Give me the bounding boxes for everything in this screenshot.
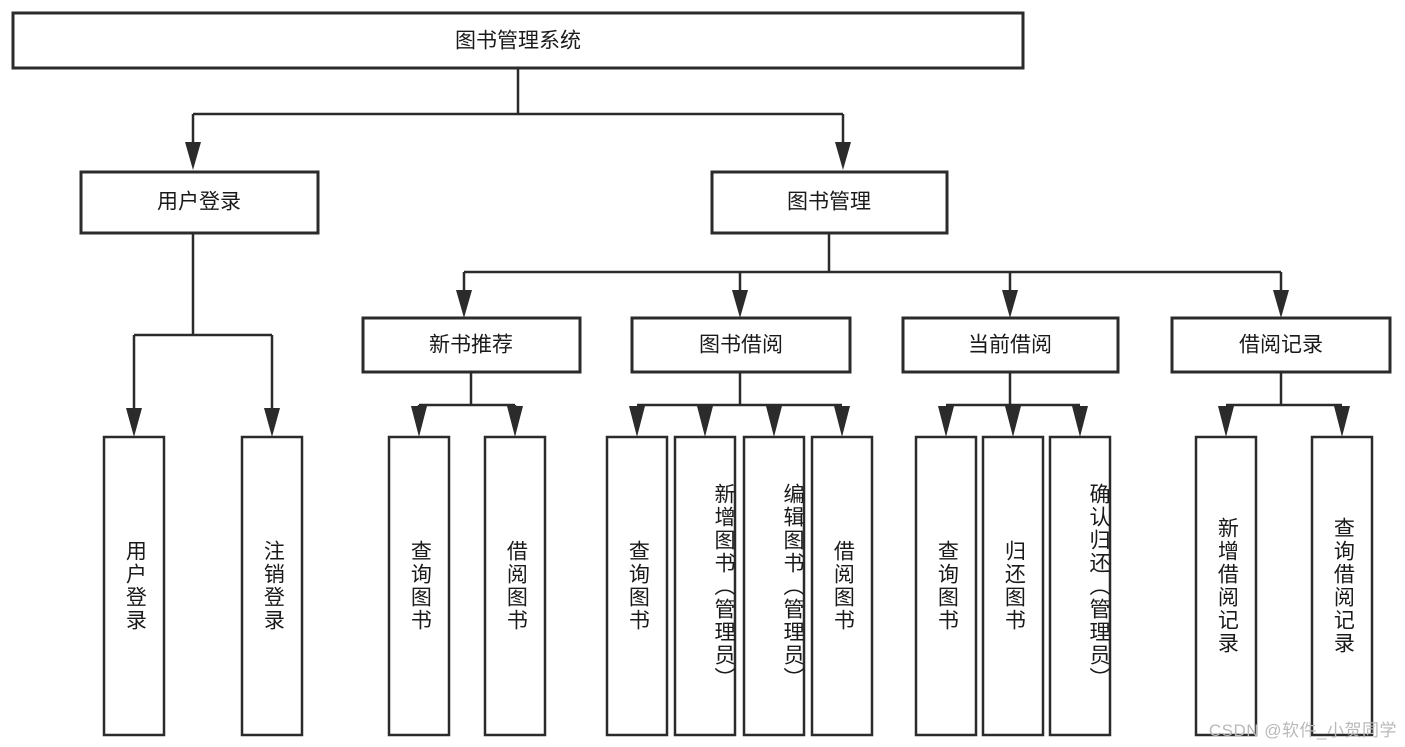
box-borrow-record[interactable]: [1170, 316, 1392, 374]
label-leaf-query-book-1: 查询图书: [408, 540, 432, 632]
watermark-text: CSDN @软件_小贺同学: [1208, 721, 1397, 740]
box-leaf-query-book-2[interactable]: [605, 435, 669, 737]
label-book-borrow: 图书借阅: [699, 334, 783, 357]
label-leaf-user-login: 用户登录: [123, 540, 147, 632]
box-leaf-add-book[interactable]: [673, 435, 737, 737]
connector-bookborrow-to-leaves: [629, 372, 850, 437]
label-book-management: 图书管理: [787, 191, 871, 214]
connector-newbook-to-leaves: [411, 372, 523, 437]
box-leaf-borrow-book-1[interactable]: [483, 435, 547, 737]
box-leaf-query-book-3[interactable]: [914, 435, 978, 737]
label-current-borrow: 当前借阅: [968, 334, 1052, 357]
box-leaf-query-book-1[interactable]: [387, 435, 451, 737]
box-leaf-user-login[interactable]: [102, 435, 166, 737]
box-leaf-return-book[interactable]: [981, 435, 1045, 737]
label-leaf-borrow-book-2: 借阅图书: [831, 540, 855, 632]
label-borrow-record: 借阅记录: [1239, 334, 1323, 357]
label-leaf-query-record: 查询借阅记录: [1331, 517, 1355, 655]
box-leaf-confirm-return[interactable]: [1048, 435, 1112, 737]
label-leaf-edit-book: 编辑图书（管理员）: [781, 482, 804, 690]
connector-bookmgmt-to-level3: [456, 233, 1289, 318]
label-leaf-add-record: 新增借阅记录: [1215, 517, 1239, 655]
connector-borrowrecord-to-leaves: [1218, 372, 1350, 437]
box-book-management[interactable]: [710, 170, 949, 235]
label-leaf-return-book: 归还图书: [1002, 540, 1026, 632]
label-leaf-logout: 注销登录: [261, 540, 285, 632]
label-leaf-confirm-return: 确认归还（管理员）: [1087, 482, 1110, 690]
box-leaf-edit-book[interactable]: [742, 435, 806, 737]
label-new-book-recommend: 新书推荐: [429, 334, 513, 357]
box-book-borrow[interactable]: [630, 316, 852, 374]
label-leaf-borrow-book-1: 借阅图书: [504, 540, 528, 632]
box-leaf-borrow-book-2[interactable]: [810, 435, 874, 737]
connector-currentborrow-to-leaves: [938, 372, 1088, 437]
label-leaf-query-book-3: 查询图书: [935, 540, 959, 632]
box-new-book-recommend[interactable]: [361, 316, 582, 374]
label-leaf-add-book: 新增图书（管理员）: [712, 482, 735, 690]
box-leaf-query-record[interactable]: [1310, 435, 1374, 737]
label-user-login: 用户登录: [157, 191, 241, 214]
box-user-login[interactable]: [79, 170, 320, 235]
connector-userlogin-to-leaves: [126, 233, 280, 437]
box-title-system[interactable]: [11, 11, 1025, 70]
box-current-borrow[interactable]: [901, 316, 1120, 374]
box-leaf-add-record[interactable]: [1194, 435, 1258, 737]
label-leaf-query-book-2: 查询图书: [626, 540, 650, 632]
label-title-system: 图书管理系统: [455, 30, 581, 53]
connector-root-to-level2: [185, 68, 851, 170]
box-leaf-logout[interactable]: [240, 435, 304, 737]
